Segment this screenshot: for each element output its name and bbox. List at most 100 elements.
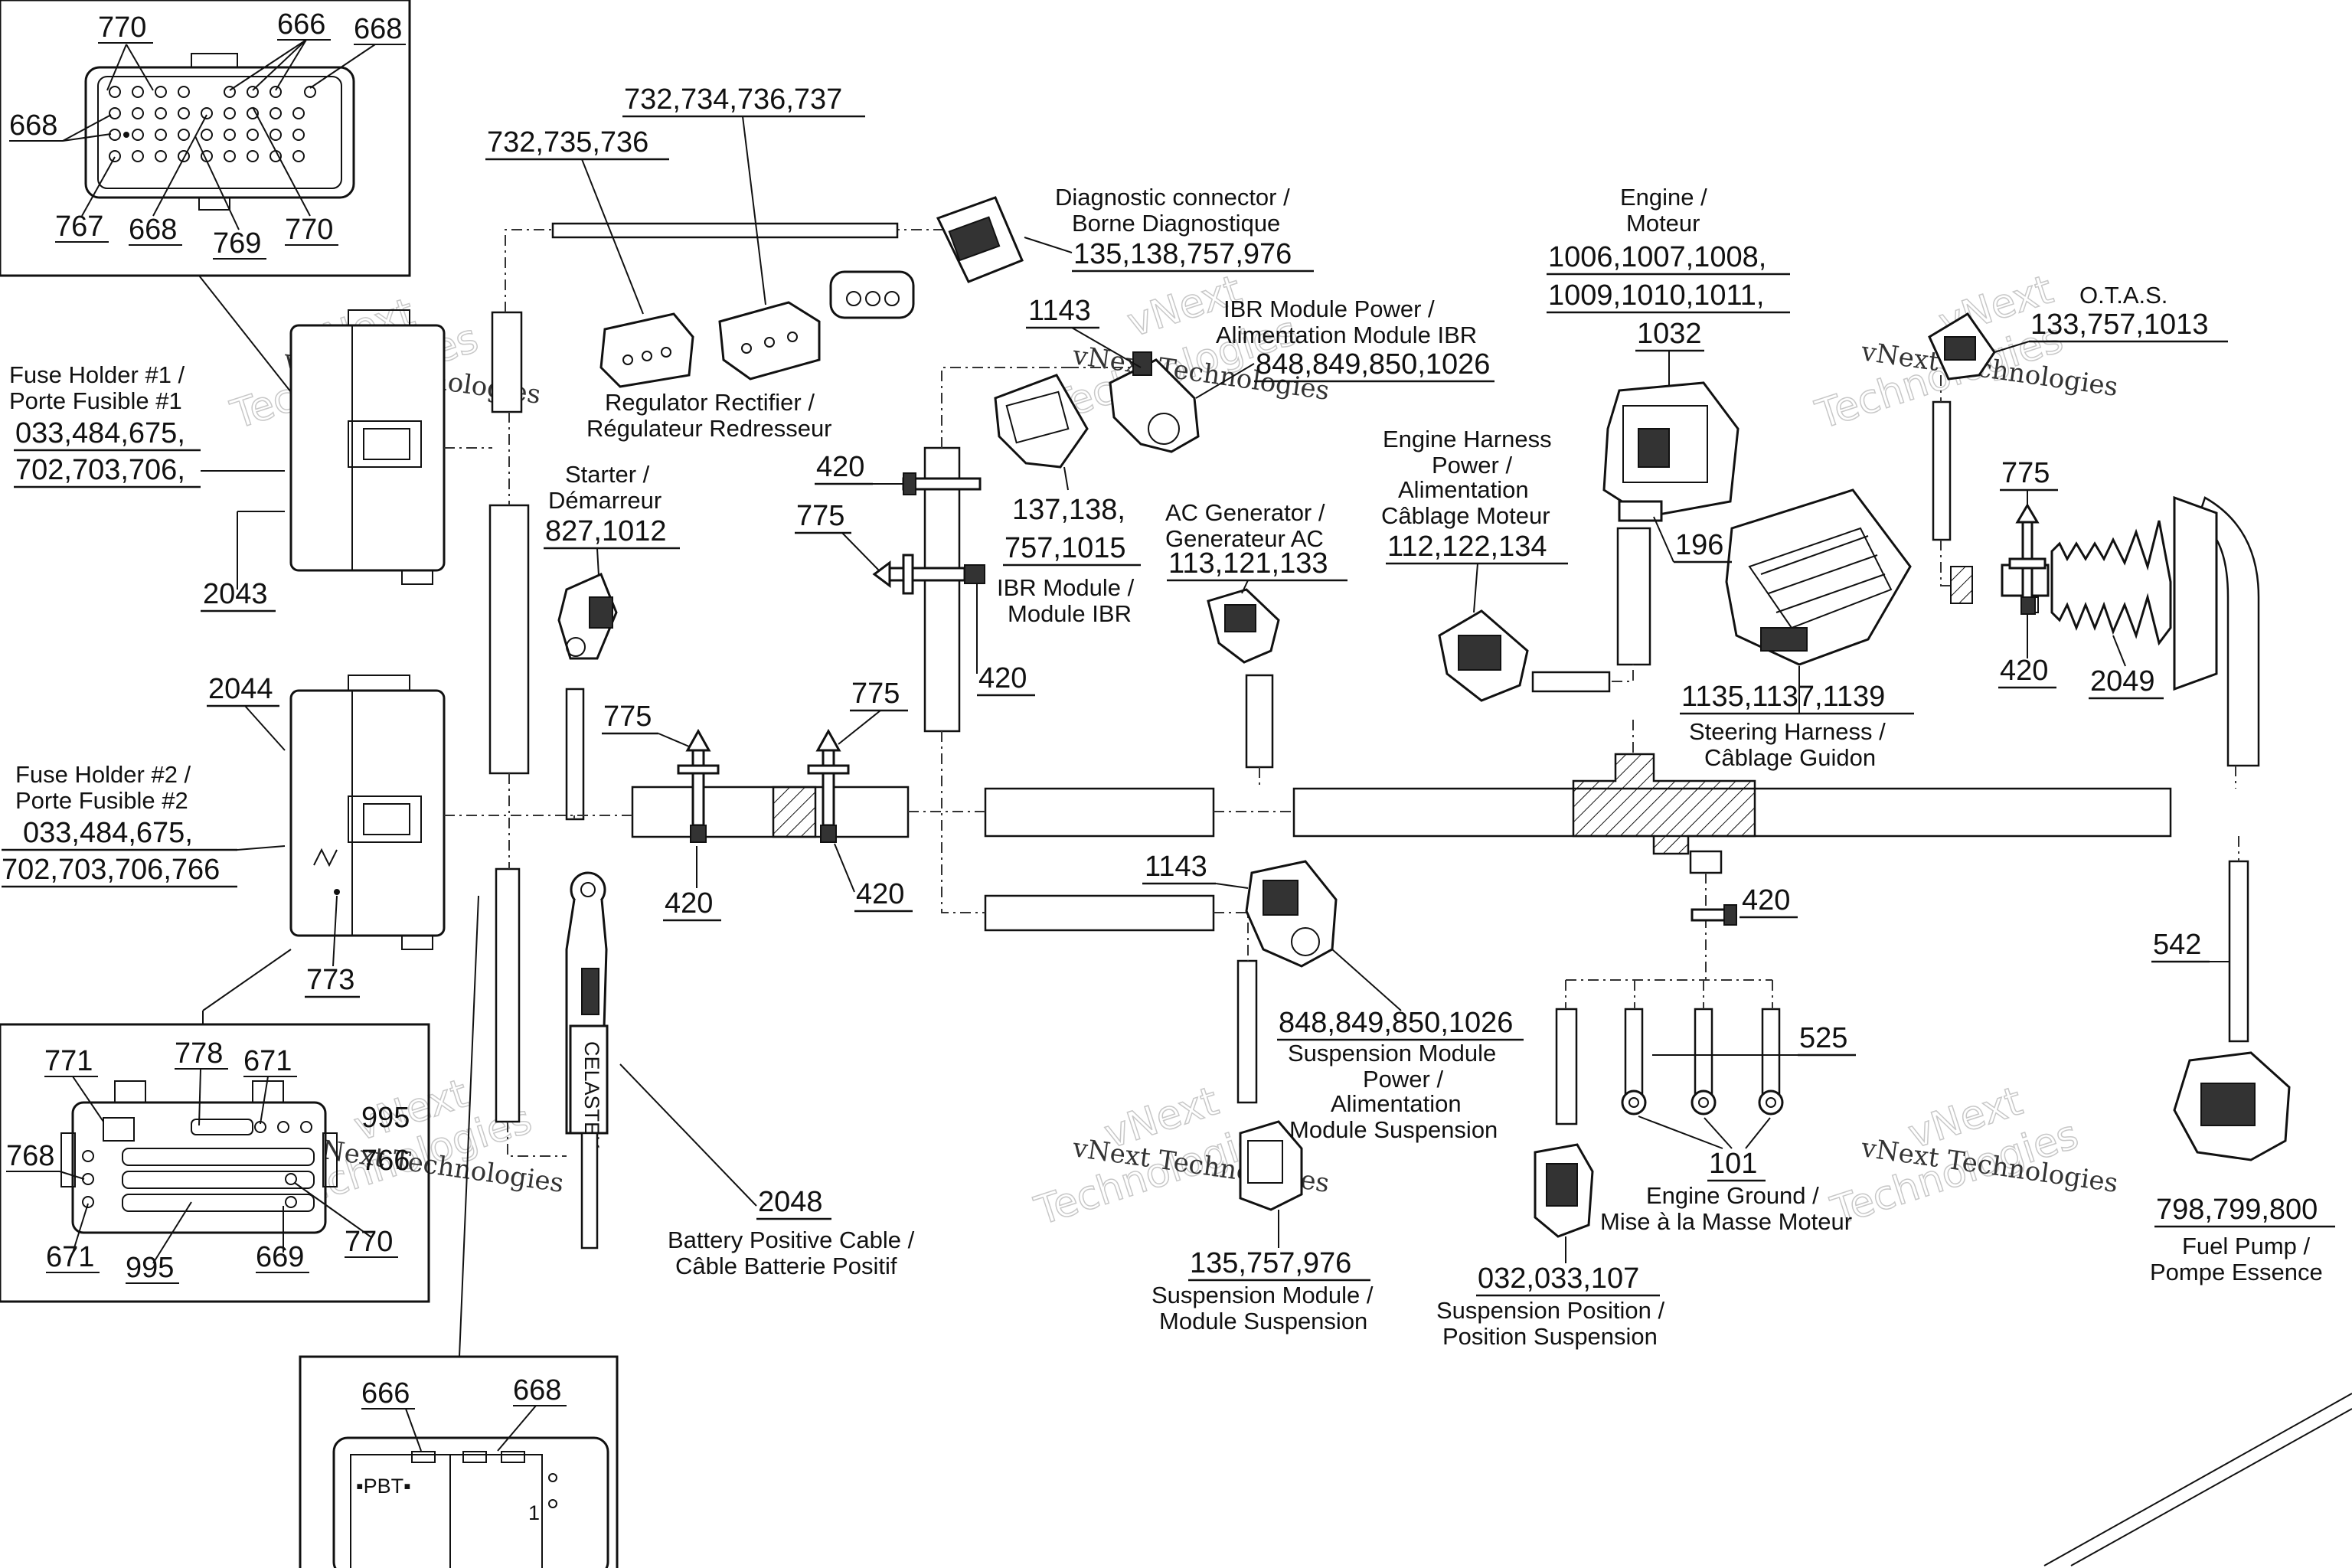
diagnostic-labels: Diagnostic connector / Borne Diagnostiqu… — [1024, 184, 1314, 273]
svg-text:2048: 2048 — [758, 1186, 823, 1218]
svg-text:671: 671 — [46, 1241, 94, 1273]
engine-harness-power-connector — [1438, 609, 1529, 702]
svg-text:Câblage Moteur: Câblage Moteur — [1381, 502, 1550, 529]
svg-text:Alimentation Module IBR: Alimentation Module IBR — [1216, 322, 1477, 348]
svg-text:668: 668 — [129, 214, 177, 246]
sheath-ibr-h — [984, 894, 1215, 932]
ac-generator-connector — [1207, 588, 1280, 664]
svg-text:767: 767 — [55, 211, 103, 243]
svg-text:769: 769 — [213, 227, 261, 260]
inset-middle-labels: 771 778 671 995 768 766 671 995 669 770 — [6, 1037, 410, 1284]
svg-text:542: 542 — [2153, 929, 2201, 961]
svg-text:773: 773 — [306, 964, 354, 996]
svg-text:Starter /: Starter / — [565, 461, 650, 488]
inset-bottom-frame — [299, 1355, 619, 1568]
svg-text:848,849,850,1026: 848,849,850,1026 — [1256, 348, 1490, 381]
battery-cable: CELASTEK — [565, 871, 609, 1250]
svg-text:525: 525 — [1799, 1022, 1847, 1054]
sheath-ibr-v — [923, 446, 961, 733]
svg-text:Engine Ground /: Engine Ground / — [1646, 1182, 1819, 1209]
svg-text:135,757,976: 135,757,976 — [1190, 1247, 1351, 1279]
inset-top-labels: 770 666 668 668 767 668 769 770 — [9, 8, 406, 260]
svg-text:Suspension Module: Suspension Module — [1288, 1040, 1496, 1067]
engine-power-labels: Engine Harness Power / Alimentation Câbl… — [1381, 426, 1568, 613]
svg-text:420: 420 — [816, 451, 864, 483]
connector-face-middle — [60, 1080, 338, 1234]
svg-text:666: 666 — [277, 8, 325, 41]
svg-text:420: 420 — [856, 878, 904, 910]
tie-420-junction — [1690, 904, 1737, 926]
otas-labels: O.T.A.S. 133,757,1013 — [1994, 282, 2228, 353]
svg-text:2044: 2044 — [208, 673, 273, 705]
svg-text:135,138,757,976: 135,138,757,976 — [1073, 238, 1292, 270]
sheath-v2 — [488, 504, 530, 775]
svg-text:Diagnostic connector /: Diagnostic connector / — [1055, 184, 1290, 211]
svg-text:1009,1010,1011,: 1009,1010,1011, — [1548, 279, 1764, 312]
fuel-grommet-labels: 775 420 2049 — [1998, 457, 2164, 700]
main-junction-hatch — [1572, 753, 1756, 855]
svg-text:798,799,800: 798,799,800 — [2156, 1194, 2318, 1226]
starter-labels: Starter / Démarreur 827,1012 — [544, 461, 680, 577]
suspension-power-connector — [1245, 860, 1338, 968]
clip-775-b — [807, 728, 850, 843]
sheath-otas — [1932, 400, 1952, 541]
clip-labels-left: 775 775 420 420 — [602, 678, 913, 922]
svg-text:671: 671 — [243, 1045, 292, 1077]
svg-text:Engine /: Engine / — [1620, 184, 1707, 211]
fuel-pump-labels: 542 798,799,800 Fuel Pump / Pompe Essenc… — [2150, 929, 2335, 1285]
ground-eyelets — [1621, 1089, 1784, 1116]
fuse-holder-1 — [289, 309, 446, 585]
svg-text:032,033,107: 032,033,107 — [1478, 1263, 1639, 1295]
ibr-power-connector — [1109, 351, 1200, 453]
svg-text:778: 778 — [175, 1037, 223, 1070]
svg-text:770: 770 — [345, 1226, 393, 1258]
svg-text:113,121,133: 113,121,133 — [1168, 547, 1328, 580]
svg-text:AC Generator /: AC Generator / — [1165, 499, 1325, 526]
svg-text:420: 420 — [978, 662, 1027, 694]
sheath-v3 — [495, 867, 521, 1123]
steering-harness-connector — [1725, 488, 1912, 666]
ptc-text-icon: ▪PBT▪ — [356, 1475, 411, 1498]
suspension-module-connector — [1239, 1120, 1303, 1211]
suspension-power-labels: 1143 848,849,850,1026 Suspension Module … — [1142, 851, 1524, 1143]
inset-fuse2-frame — [0, 1023, 430, 1303]
svg-text:995: 995 — [126, 1252, 174, 1284]
sheath-susp-power — [1236, 959, 1258, 1104]
ibr-module-connector — [994, 374, 1089, 469]
svg-text:Power /: Power / — [1363, 1066, 1443, 1093]
svg-text:Position Suspension: Position Suspension — [1442, 1323, 1658, 1350]
main-trunk-hatch — [772, 786, 817, 838]
svg-text:Câble Batterie Positif: Câble Batterie Positif — [675, 1253, 897, 1279]
svg-text:O.T.A.S.: O.T.A.S. — [2079, 282, 2167, 309]
svg-text:Câblage Guidon: Câblage Guidon — [1704, 744, 1876, 771]
svg-text:Suspension Position /: Suspension Position / — [1436, 1297, 1665, 1324]
watermark-6: vNext Technologies vNext Technologies — [1825, 1078, 2120, 1236]
svg-text:669: 669 — [256, 1241, 304, 1273]
otas-sleeve — [1950, 566, 1973, 604]
fuse-holder-labels: Fuse Holder #1 / Porte Fusible #1 033,48… — [2, 361, 360, 998]
leader-inset-bottom — [459, 895, 479, 1357]
engine-connector — [1602, 381, 1740, 522]
ibr-labels: 1143 IBR Module Power / Alimentation Mod… — [795, 295, 1494, 697]
svg-text:IBR Module Power /: IBR Module Power / — [1223, 296, 1435, 322]
fuel-pump-grommet — [2001, 495, 2218, 691]
sheath-below-junction — [1689, 850, 1723, 874]
svg-text:Moteur: Moteur — [1626, 210, 1700, 237]
svg-text:Generateur AC: Generateur AC — [1165, 525, 1324, 552]
svg-text:196: 196 — [1675, 529, 1723, 561]
svg-text:732,734,736,737: 732,734,736,737 — [624, 83, 842, 116]
suspension-module-labels: 135,757,976 Suspension Module / Module S… — [1152, 1210, 1374, 1334]
sheath-fuel — [2228, 860, 2249, 1043]
sheath-v1 — [491, 311, 523, 413]
clip-775-d — [2008, 503, 2047, 615]
svg-text:732,735,736: 732,735,736 — [487, 126, 648, 158]
svg-text:827,1012: 827,1012 — [545, 515, 667, 547]
svg-text:137,138,: 137,138, — [1012, 494, 1125, 526]
svg-text:420: 420 — [665, 887, 713, 920]
sheath-ground-2 — [1694, 1008, 1713, 1095]
diagnostic-connector — [936, 196, 1024, 283]
clip-775-a — [677, 728, 720, 843]
svg-text:771: 771 — [44, 1045, 93, 1077]
sheath-top-wire — [551, 222, 899, 239]
svg-text:Battery Positive Cable /: Battery Positive Cable / — [668, 1227, 915, 1253]
